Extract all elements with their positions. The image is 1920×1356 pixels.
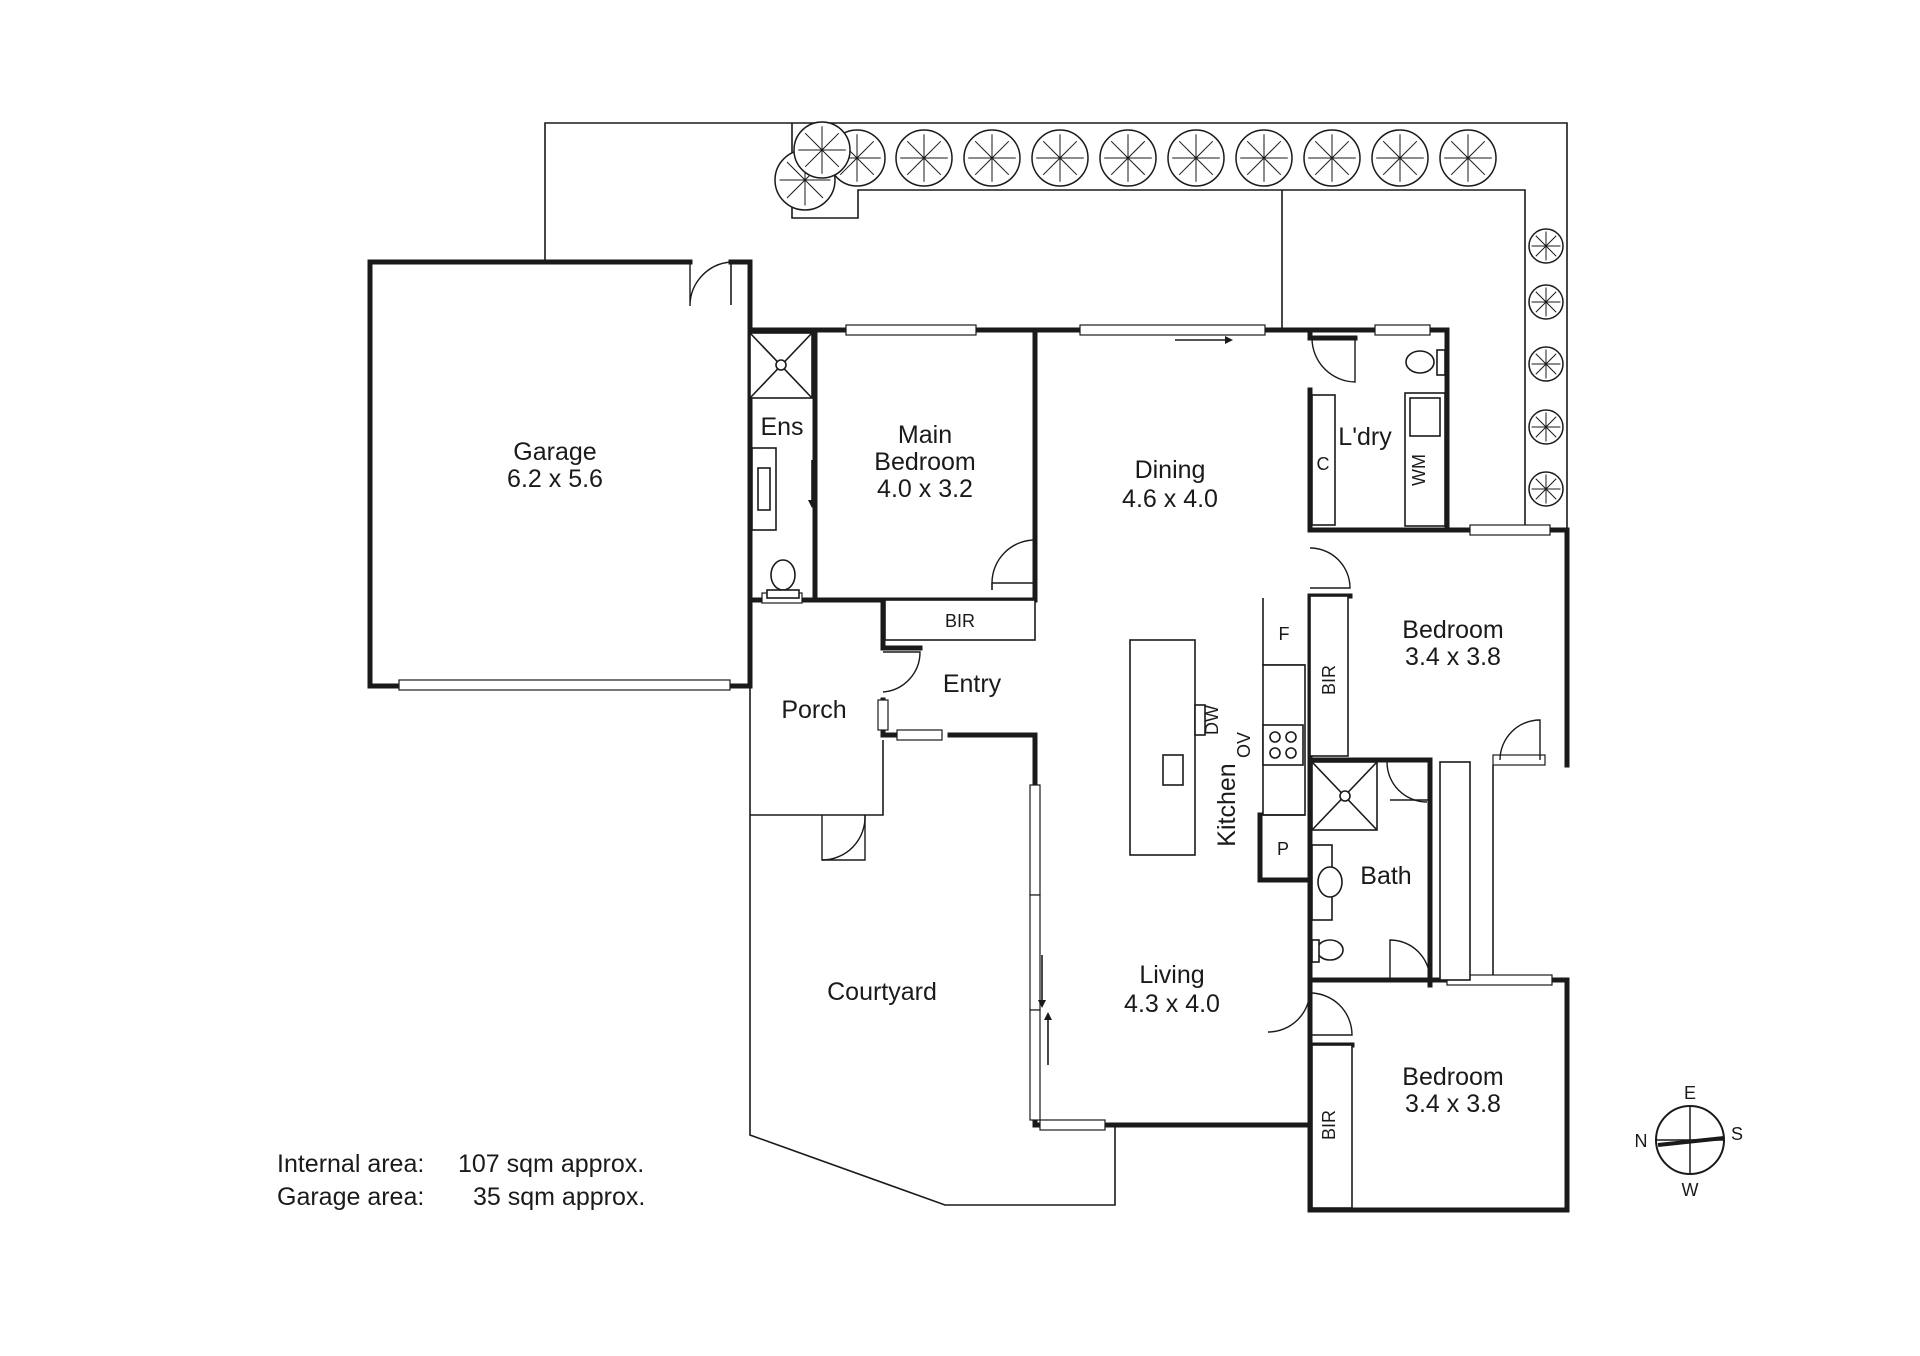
- bedroom-3: [1267, 989, 1355, 1213]
- kitchen: [1129, 598, 1308, 883]
- compass-west: W: [1682, 1180, 1699, 1200]
- garage-area-label: Garage area:: [277, 1183, 424, 1211]
- fridge-label: F: [1279, 624, 1290, 644]
- main-bedroom-name-1: Main: [898, 421, 952, 449]
- bedroom-3-name: Bedroom: [1402, 1063, 1503, 1091]
- compass-north: N: [1635, 1131, 1648, 1151]
- oven-label: OV: [1234, 732, 1254, 758]
- shrub-icon: [1303, 129, 1361, 187]
- shrub-icon: [1528, 346, 1564, 382]
- bedroom-2-size: 3.4 x 3.8: [1405, 643, 1501, 671]
- shrub-icon: [1167, 129, 1225, 187]
- kitchen-name: Kitchen: [1213, 763, 1241, 846]
- porch-name: Porch: [781, 696, 846, 724]
- garage-size: 6.2 x 5.6: [507, 465, 603, 493]
- dishwasher-label: DW: [1202, 705, 1222, 735]
- bedroom-3-size: 3.4 x 3.8: [1405, 1090, 1501, 1118]
- shrub-icon: [1371, 129, 1429, 187]
- windows: [761, 324, 1553, 1131]
- main-bedroom-name-2: Bedroom: [874, 448, 975, 476]
- bedroom-2-bir-label: BIR: [1319, 665, 1339, 695]
- shrub-icon: [793, 121, 851, 179]
- ensuite: [747, 327, 886, 603]
- living-size: 4.3 x 4.0: [1124, 990, 1220, 1018]
- shrub-icon: [1099, 129, 1157, 187]
- laundry-name: L'dry: [1338, 423, 1392, 451]
- shrub-icon: [1031, 129, 1089, 187]
- room-labels: Garage 6.2 x 5.6 Ens Main Bedroom 4.0 x …: [507, 413, 1504, 1140]
- bedroom-3-bir-label: BIR: [1319, 1110, 1339, 1140]
- bath: [1307, 757, 1494, 988]
- living-name: Living: [1139, 961, 1204, 989]
- area-notes: Internal area: 107 sqm approx. Garage ar…: [277, 1150, 645, 1211]
- shrub-icon: [1528, 228, 1564, 264]
- internal-area-value: 107 sqm approx.: [458, 1150, 644, 1178]
- compass-south: S: [1731, 1124, 1743, 1144]
- compass-rose: E W N S: [1635, 1083, 1744, 1200]
- garage-area-value: 35 sqm approx.: [473, 1183, 645, 1211]
- dining-name: Dining: [1135, 456, 1206, 484]
- bedroom-2: [1307, 547, 1570, 983]
- shrub-icon: [1439, 129, 1497, 187]
- shrub-icon: [1528, 409, 1564, 445]
- laundry: [1307, 327, 1450, 533]
- ensuite-name: Ens: [760, 413, 803, 441]
- pantry-label: P: [1277, 839, 1289, 859]
- main-bedroom: [880, 327, 1038, 651]
- compass-east: E: [1684, 1083, 1696, 1103]
- main-bedroom-size: 4.0 x 3.2: [877, 475, 973, 503]
- courtyard-name: Courtyard: [827, 978, 937, 1006]
- shrub-icon: [963, 129, 1021, 187]
- entry-name: Entry: [943, 670, 1002, 698]
- bath-name: Bath: [1360, 862, 1411, 890]
- laundry-cupboard-label: C: [1317, 454, 1330, 474]
- shrub-icon: [895, 129, 953, 187]
- internal-area-label: Internal area:: [277, 1150, 424, 1178]
- main-bir-label: BIR: [945, 611, 975, 631]
- garage-name: Garage: [513, 438, 596, 466]
- dining-size: 4.6 x 4.0: [1122, 485, 1218, 513]
- entry-door: [877, 651, 921, 731]
- porch: [749, 686, 884, 861]
- shrub-icon: [1235, 129, 1293, 187]
- bedroom-2-name: Bedroom: [1402, 616, 1503, 644]
- washing-machine-label: WM: [1409, 454, 1429, 486]
- shrub-icon: [1528, 284, 1564, 320]
- shrub-icon: [1528, 471, 1564, 507]
- courtyard: [749, 815, 1116, 1206]
